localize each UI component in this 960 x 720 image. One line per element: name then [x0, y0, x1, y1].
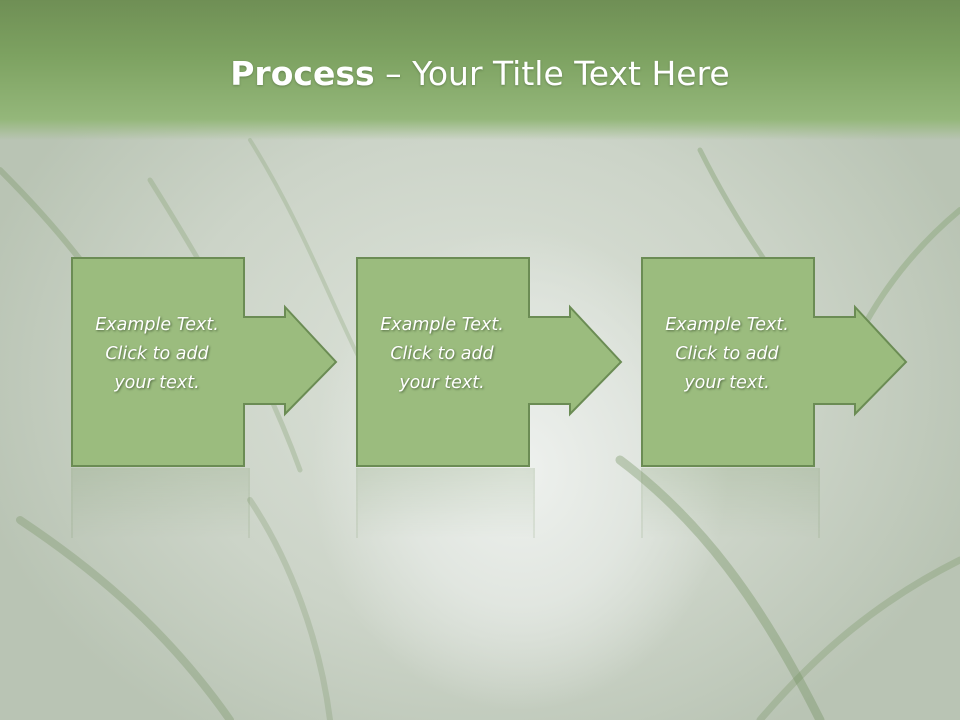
step-text-line: Example Text.	[95, 315, 219, 335]
step-text-line: your text.	[684, 373, 770, 393]
step-2-text: Example Text. Click to add your text.	[356, 311, 528, 398]
arrow-box-shape	[71, 257, 338, 467]
step-text-line: Example Text.	[665, 315, 789, 335]
process-step-2[interactable]: Example Text. Click to add your text.	[356, 257, 623, 467]
step-2-reflection	[356, 468, 535, 538]
step-text-line: your text.	[114, 373, 200, 393]
step-text-line: Click to add	[105, 344, 209, 364]
step-3-reflection	[641, 468, 820, 538]
step-1-reflection	[71, 468, 250, 538]
title-bold-text: Process	[230, 54, 375, 93]
title-header-band	[0, 0, 960, 140]
step-text-line: Click to add	[390, 344, 494, 364]
process-step-1[interactable]: Example Text. Click to add your text.	[71, 257, 338, 467]
step-text-line: your text.	[399, 373, 485, 393]
step-1-text: Example Text. Click to add your text.	[71, 311, 243, 398]
step-3-text: Example Text. Click to add your text.	[641, 311, 813, 398]
process-step-3[interactable]: Example Text. Click to add your text.	[641, 257, 908, 467]
slide-title[interactable]: Process – Your Title Text Here	[0, 52, 960, 96]
step-text-line: Click to add	[675, 344, 779, 364]
title-rest-text: – Your Title Text Here	[374, 54, 730, 93]
arrow-box-shape	[641, 257, 908, 467]
arrow-box-shape	[356, 257, 623, 467]
step-text-line: Example Text.	[380, 315, 504, 335]
